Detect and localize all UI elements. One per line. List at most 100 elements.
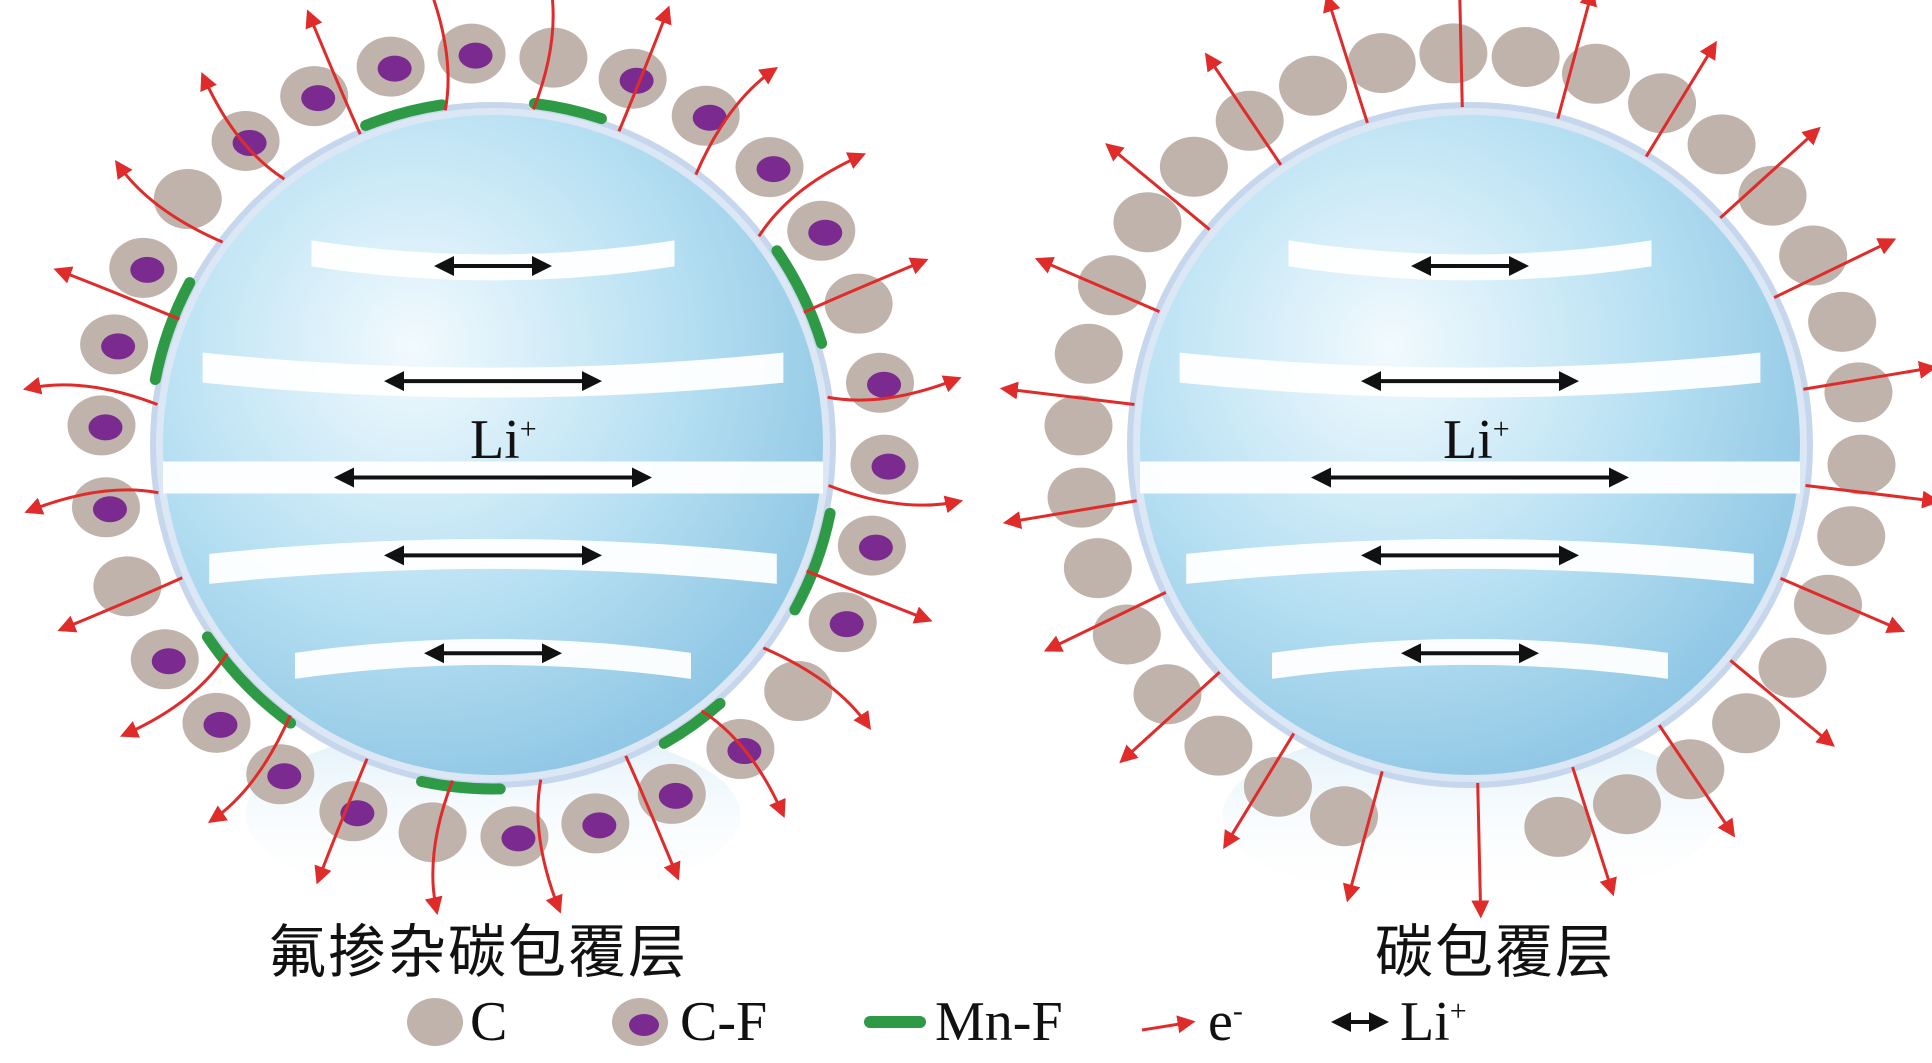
right-electron-arrow (1779, 576, 1906, 634)
left-electron-arrow (617, 5, 672, 132)
left-mnf-segment (771, 245, 828, 349)
left-cf-dot (619, 67, 654, 94)
left-electron-arrow (119, 652, 229, 738)
right-electron-arrow (1105, 143, 1211, 231)
left-carbon-particle (824, 273, 893, 334)
left-cf-dot (101, 333, 136, 360)
right-sphere (1140, 115, 1800, 775)
right-electron-arrow (1034, 256, 1161, 314)
left-electron-arrow (53, 266, 180, 321)
left-li-label: Li+ (470, 409, 537, 471)
left-electron-arrow (22, 376, 158, 406)
right-carbon-particle (1044, 395, 1113, 456)
right-electron-arrow (1458, 0, 1464, 108)
left-mnf-segment (201, 631, 297, 729)
right-electron-arrow (1571, 766, 1617, 897)
right-electron-arrow (1323, 0, 1369, 124)
right-electron-arrow (1223, 732, 1296, 850)
left-cf-dot (232, 129, 267, 156)
left-electron-arrow (24, 488, 159, 515)
left-electron-arrow (532, 0, 555, 110)
left-mnf-segment (658, 697, 726, 749)
right-carbon-particle (1808, 291, 1877, 352)
left-electron-arrow (536, 779, 563, 914)
left-cf-dot (151, 648, 186, 675)
right-carbon-particle (1133, 664, 1202, 725)
left-cf-dot (871, 453, 906, 480)
left-electron-arrow (314, 758, 369, 885)
legend-label-cf: C-F (680, 991, 768, 1053)
right-carbon-particle (1561, 43, 1630, 104)
left-cf-dot (458, 42, 493, 69)
left-cf-dot (808, 219, 843, 246)
right-carbon-particle (1687, 114, 1756, 175)
left-cf-dot (267, 763, 302, 790)
left-electron-arrow (694, 67, 779, 176)
legend-label-c: C (470, 991, 508, 1053)
left-electron-arrow (827, 375, 962, 402)
left-electron-arrow (757, 152, 867, 238)
right-li-label: Li+ (1443, 409, 1510, 471)
right-carbon-particle (1524, 796, 1593, 857)
left-cf-dot (858, 534, 893, 561)
left-electron-arrow (305, 9, 362, 135)
left-electron-arrow (806, 569, 933, 624)
right-electron-arrow (1773, 238, 1897, 299)
left-cf-dot (756, 156, 791, 183)
left-electron-arrow (115, 159, 224, 244)
right-reflection (1222, 725, 1718, 905)
right-electron-arrow (1342, 771, 1384, 903)
right-caption: 碳包覆层 (1375, 918, 1616, 986)
legend-icons (407, 998, 1389, 1046)
left-carbon-particle (398, 802, 467, 863)
right-electron-arrow (1719, 126, 1821, 220)
right-carbon-particle (1491, 26, 1560, 87)
right-electron-arrow (1805, 483, 1932, 509)
left-cf-dot (829, 611, 864, 638)
left-caption: 氟掺杂碳包覆层 (268, 918, 689, 986)
left-carbon-particle (764, 660, 833, 721)
legend-label-mnf: Mn-F (935, 991, 1063, 1053)
right-carbon-particle (1113, 192, 1182, 253)
right-electron-arrow (1043, 591, 1167, 652)
left-electron-arrow (700, 709, 786, 819)
left-mnf-segment (149, 277, 196, 385)
left-cf-dot (92, 496, 127, 523)
left-electron-arrow (57, 576, 183, 633)
right-electron-arrow (1803, 361, 1932, 391)
left-cf-dot (867, 371, 902, 398)
right-electron-arrow (1556, 0, 1598, 119)
right-electron-arrow (1002, 499, 1137, 529)
right-carbon-particle (1054, 323, 1123, 384)
right-carbon-particle (1628, 73, 1697, 134)
left-cf-dot (377, 55, 412, 82)
left-cf-dot (301, 85, 336, 112)
left-cf-dot (582, 812, 617, 839)
left-electron-arrow (624, 755, 681, 881)
right-carbon-particle (1347, 33, 1416, 94)
left-particle-fluorine-doped (22, 0, 964, 916)
right-carbon-particle (1758, 637, 1827, 698)
left-cf-dot (88, 414, 123, 441)
left-mnf-segment (789, 507, 836, 616)
right-electron-arrow (999, 381, 1135, 407)
right-electron-arrow (1471, 782, 1490, 919)
right-carbon-particle (1419, 23, 1488, 84)
right-carbon-particle (1092, 604, 1161, 665)
right-carbon-particle (1184, 715, 1253, 776)
right-carbon-particle (1824, 362, 1893, 423)
left-mnf-segment (416, 776, 506, 795)
left-cf-dot (501, 825, 536, 852)
left-electron-arrow (828, 484, 964, 514)
left-carbon-particle (153, 169, 222, 230)
left-electron-arrow (207, 714, 292, 823)
left-carbon-particle (519, 27, 588, 88)
left-electron-arrow (432, 0, 450, 111)
right-carbon-particle (1159, 136, 1228, 197)
left-electron-arrow (200, 71, 286, 181)
right-carbon-particle (1817, 506, 1886, 567)
left-cf-dot (692, 104, 727, 131)
right-carbon-particle (1078, 255, 1147, 316)
left-electron-arrow (424, 780, 454, 916)
right-electron-arrow (1729, 659, 1835, 747)
